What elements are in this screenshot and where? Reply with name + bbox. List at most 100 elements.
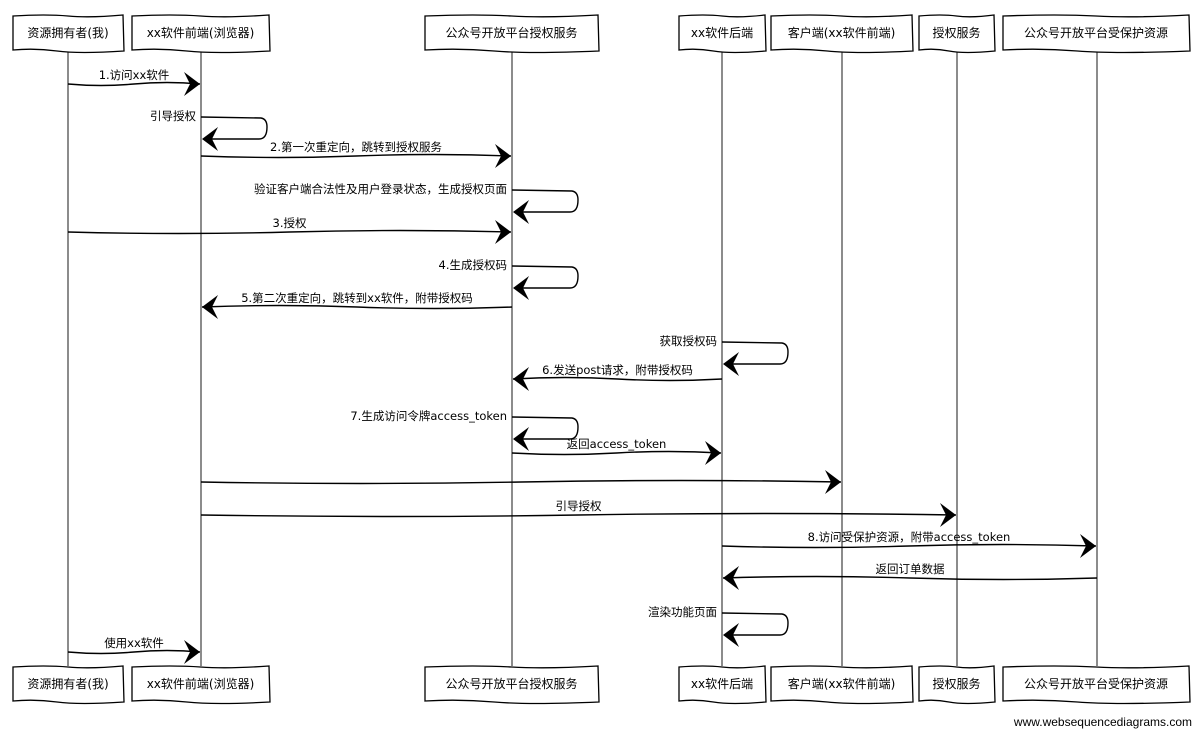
arrow-head <box>705 441 721 465</box>
arrow-head <box>1080 534 1096 558</box>
message-label: 6.发送post请求，附带授权码 <box>542 363 693 377</box>
participant-bottom-resource: 公众号开放平台受保护资源 <box>1002 665 1191 705</box>
message-label: 渲染功能页面 <box>648 605 717 619</box>
message-8: 获取授权码 <box>660 334 789 376</box>
participant-box <box>678 14 767 54</box>
arrow-line <box>200 512 957 518</box>
message-16: 渲染功能页面 <box>648 605 789 647</box>
arrow-head <box>940 503 956 527</box>
arrow-line <box>201 304 513 310</box>
arrow-line <box>67 81 201 87</box>
message-label: 获取授权码 <box>660 334 718 348</box>
participant-label: xx软件前端(浏览器) <box>147 25 255 40</box>
participant-box <box>918 665 996 705</box>
message-10: 7.生成访问令牌access_token <box>350 409 579 451</box>
self-arrow-line <box>511 416 579 440</box>
arrow-line <box>200 153 512 159</box>
participant-label: 客户端(xx软件前端) <box>788 25 896 40</box>
participant-label: xx软件后端 <box>691 26 753 40</box>
arrow-head <box>513 367 529 391</box>
arrow-line <box>722 575 1098 581</box>
message-14: 8.访问受保护资源，附带access_token <box>721 530 1097 558</box>
arrow-line <box>721 543 1097 549</box>
arrow-head <box>723 566 739 590</box>
self-arrow-line <box>511 265 579 289</box>
participant-box <box>770 665 914 705</box>
participant-top-client: 客户端(xx软件前端) <box>770 14 914 54</box>
participant-top-auth_service: 授权服务 <box>918 14 996 54</box>
participant-bottom-frontend: xx软件前端(浏览器) <box>131 665 271 705</box>
message-9: 6.发送post请求，附带授权码 <box>512 363 723 391</box>
message-13: 引导授权 <box>200 499 957 527</box>
message-label: 4.生成授权码 <box>439 258 507 272</box>
message-label: 返回订单数据 <box>876 562 945 576</box>
participant-box <box>424 665 600 705</box>
participant-box <box>12 665 125 705</box>
message-7: 5.第二次重定向，跳转到xx软件，附带授权码 <box>201 291 513 319</box>
participant-box <box>131 14 271 54</box>
arrow-head <box>202 127 218 151</box>
message-11: 返回access_token <box>511 437 722 465</box>
participant-box <box>678 665 767 705</box>
message-12 <box>200 470 842 494</box>
participant-label: 授权服务 <box>932 676 980 691</box>
participant-top-backend: xx软件后端 <box>678 14 767 54</box>
message-4: 验证客户端合法性及用户登录状态，生成授权页面 <box>254 182 579 224</box>
participant-top-auth_platform: 公众号开放平台授权服务 <box>424 14 600 54</box>
arrow-head <box>202 295 218 319</box>
message-1: 1.访问xx软件 <box>67 68 201 96</box>
participant-box <box>424 14 600 54</box>
message-6: 4.生成授权码 <box>439 258 579 300</box>
message-label: 使用xx软件 <box>104 636 164 650</box>
participant-top-resource: 公众号开放平台受保护资源 <box>1002 14 1191 54</box>
participant-box <box>918 14 996 54</box>
message-3: 2.第一次重定向，跳转到授权服务 <box>200 140 512 168</box>
participant-box <box>1002 665 1191 705</box>
arrow-head <box>723 352 739 376</box>
participant-bottom-auth_platform: 公众号开放平台授权服务 <box>424 665 600 705</box>
arrow-head <box>184 640 200 664</box>
arrow-line <box>511 450 722 456</box>
arrow-line <box>67 229 512 235</box>
arrow-head <box>825 470 841 494</box>
message-label: 8.访问受保护资源，附带access_token <box>808 530 1011 544</box>
self-arrow-line <box>721 341 789 365</box>
participant-bottom-backend: xx软件后端 <box>678 665 767 705</box>
message-label: 返回access_token <box>567 437 667 451</box>
arrow-head <box>723 623 739 647</box>
arrow-head <box>495 144 511 168</box>
participant-top-owner: 资源拥有者(我) <box>12 14 125 54</box>
participant-label: 公众号开放平台授权服务 <box>445 25 577 40</box>
message-label: 7.生成访问令牌access_token <box>350 409 507 423</box>
participant-label: 客户端(xx软件前端) <box>788 676 896 691</box>
message-15: 返回订单数据 <box>722 562 1098 590</box>
participant-label: 授权服务 <box>932 25 980 40</box>
participant-label: 公众号开放平台授权服务 <box>445 676 577 691</box>
message-label: 引导授权 <box>150 109 196 123</box>
message-label: 1.访问xx软件 <box>99 68 170 82</box>
participant-label: 资源拥有者(我) <box>27 26 108 40</box>
arrow-line <box>512 376 723 382</box>
message-label: 验证客户端合法性及用户登录状态，生成授权页面 <box>254 182 507 196</box>
self-arrow-line <box>200 116 268 140</box>
participant-label: 公众号开放平台受保护资源 <box>1024 25 1168 40</box>
participant-label: 资源拥有者(我) <box>27 677 108 691</box>
message-5: 3.授权 <box>67 216 512 244</box>
message-label: 5.第二次重定向，跳转到xx软件，附带授权码 <box>241 291 473 305</box>
participant-bottom-owner: 资源拥有者(我) <box>12 665 125 705</box>
participant-bottom-auth_service: 授权服务 <box>918 665 996 705</box>
watermark: www.websequencediagrams.com <box>1013 715 1192 729</box>
self-arrow-line <box>511 189 579 213</box>
participant-top-frontend: xx软件前端(浏览器) <box>131 14 271 54</box>
arrow-head <box>513 276 529 300</box>
arrow-head <box>513 427 529 451</box>
participant-box <box>12 14 125 54</box>
participant-box <box>131 665 271 705</box>
arrow-head <box>184 72 200 96</box>
self-arrow-line <box>721 612 789 636</box>
message-label: 2.第一次重定向，跳转到授权服务 <box>270 140 442 154</box>
message-17: 使用xx软件 <box>67 636 201 664</box>
arrow-line <box>200 479 842 485</box>
message-2: 引导授权 <box>150 109 268 151</box>
